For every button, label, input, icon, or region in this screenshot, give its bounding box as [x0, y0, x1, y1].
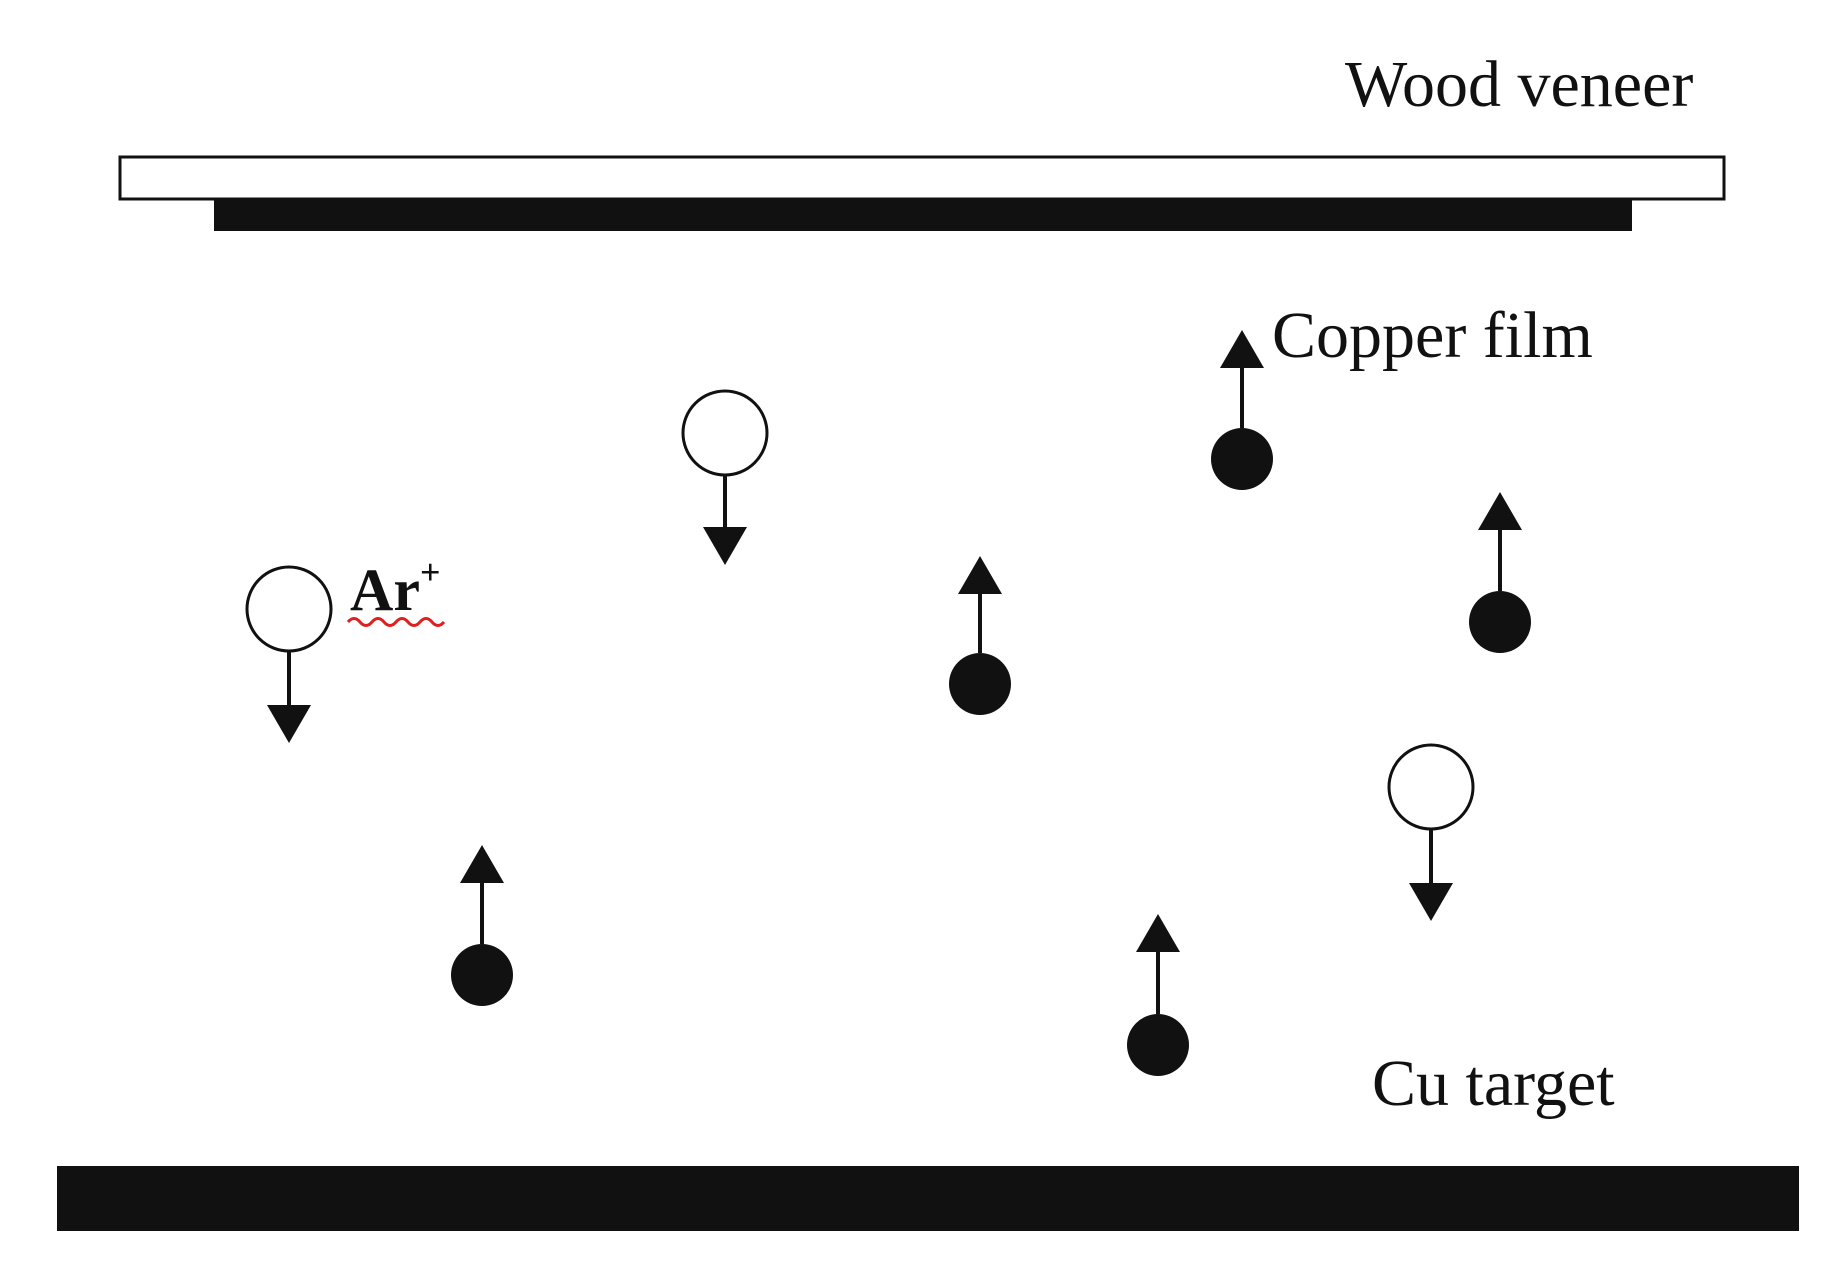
ar-ion-label: Ar+ — [346, 552, 446, 627]
down-arrow-head-icon — [703, 527, 747, 565]
copper-atoms — [451, 330, 1531, 1076]
copper-atom — [949, 556, 1011, 715]
copper-atom-dot — [1469, 591, 1531, 653]
argon-ion — [245, 565, 333, 743]
ar-ion-label-base: Ar — [350, 557, 420, 623]
argon-ion — [681, 389, 769, 565]
copper-atom — [1469, 492, 1531, 653]
argon-ion-circle — [681, 389, 769, 477]
up-arrow-head-icon — [1220, 330, 1264, 368]
copper-atom — [1127, 914, 1189, 1076]
cu-target-label: Cu target — [1372, 1047, 1615, 1120]
copper-atom-dot — [451, 944, 513, 1006]
wood-veneer-plate — [118, 155, 1726, 201]
down-arrow-head-icon — [1409, 883, 1453, 921]
copper-atom-dot — [949, 653, 1011, 715]
up-arrow-head-icon — [1478, 492, 1522, 530]
copper-atom — [451, 845, 513, 1006]
copper-atom-dot — [1211, 428, 1273, 490]
copper-atom — [1211, 330, 1273, 490]
copper-film-label: Copper film — [1272, 299, 1593, 372]
up-arrow-head-icon — [460, 845, 504, 883]
down-arrow-head-icon — [267, 705, 311, 743]
up-arrow-head-icon — [1136, 914, 1180, 952]
argon-ion — [1387, 743, 1475, 921]
copper-atom-dot — [1127, 1014, 1189, 1076]
wood-veneer-label: Wood veneer — [1345, 48, 1693, 121]
up-arrow-head-icon — [958, 556, 1002, 594]
ar-ion-label-superscript: + — [420, 552, 441, 592]
argon-ion-circle — [1387, 743, 1475, 831]
argon-ions — [245, 389, 1475, 921]
spellcheck-underline — [346, 617, 446, 627]
cu-target-plate — [57, 1166, 1799, 1231]
copper-film-layer — [214, 199, 1632, 231]
argon-ion-circle — [245, 565, 333, 653]
svg-text:Ar+: Ar+ — [350, 552, 440, 623]
